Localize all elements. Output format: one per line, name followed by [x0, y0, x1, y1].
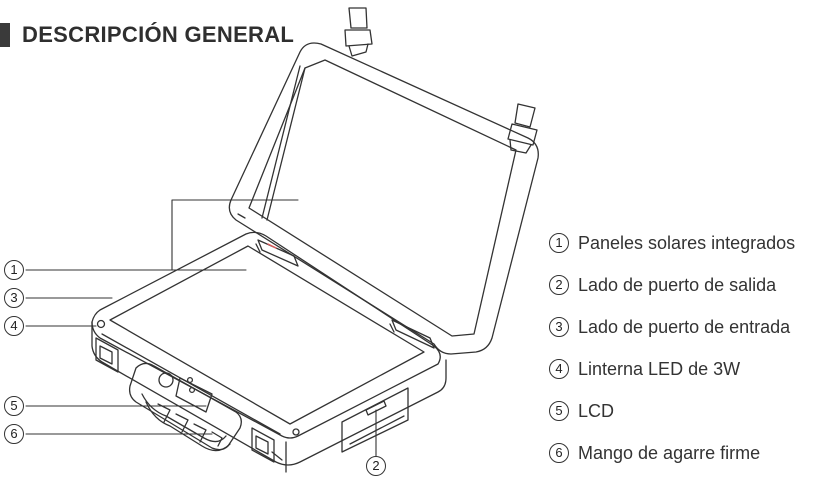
legend-item: 4 Linterna LED de 3W	[549, 348, 836, 390]
lid	[228, 42, 539, 355]
legend-number: 1	[549, 233, 569, 253]
base-solar-panel	[109, 245, 425, 425]
legend-label: Linterna LED de 3W	[578, 358, 741, 379]
lid-latch-left	[344, 7, 373, 57]
legend-item: 1 Paneles solares integrados	[549, 222, 836, 264]
power-button-icon	[158, 372, 174, 388]
leader-lines	[25, 199, 377, 457]
legend-number: 3	[549, 317, 569, 337]
base	[91, 231, 447, 473]
parts-legend: 1 Paneles solares integrados 2 Lado de p…	[549, 222, 836, 474]
led-light-icon	[96, 319, 106, 329]
legend-number: 6	[549, 443, 569, 463]
legend-item: 3 Lado de puerto de entrada	[549, 306, 836, 348]
callout-5: 5	[4, 396, 24, 416]
legend-number: 2	[549, 275, 569, 295]
right-bracket	[251, 427, 300, 463]
callout-2: 2	[366, 456, 386, 476]
legend-label: Lado de puerto de salida	[578, 274, 777, 295]
hinge-left	[255, 239, 299, 267]
legend-number: 5	[549, 401, 569, 421]
page-title: DESCRIPCIÓN GENERAL	[22, 22, 295, 47]
hinge-right	[389, 319, 435, 349]
legend-label: Paneles solares integrados	[578, 232, 796, 253]
callout-1: 1	[4, 260, 24, 280]
led-light-bracket	[95, 319, 119, 373]
legend-label: LCD	[578, 400, 615, 421]
legend-number: 4	[549, 359, 569, 379]
lid-solar-panel	[248, 59, 517, 337]
legend-label: Lado de puerto de entrada	[578, 316, 791, 337]
grip-handle	[141, 393, 231, 452]
lcd-screen	[175, 377, 213, 413]
legend-item: 2 Lado de puerto de salida	[549, 264, 836, 306]
callout-4: 4	[4, 316, 24, 336]
callout-6: 6	[4, 424, 24, 444]
lid-latch-right	[507, 103, 538, 154]
section-heading: DESCRIPCIÓN GENERAL	[0, 22, 294, 48]
callout-3: 3	[4, 288, 24, 308]
legend-item: 6 Mango de agarre firme	[549, 432, 836, 474]
output-port-panel	[341, 387, 409, 453]
legend-item: 5 LCD	[549, 390, 836, 432]
heading-bar	[0, 23, 10, 47]
legend-label: Mango de agarre firme	[578, 442, 761, 463]
leader-line-1-lid	[171, 199, 299, 271]
